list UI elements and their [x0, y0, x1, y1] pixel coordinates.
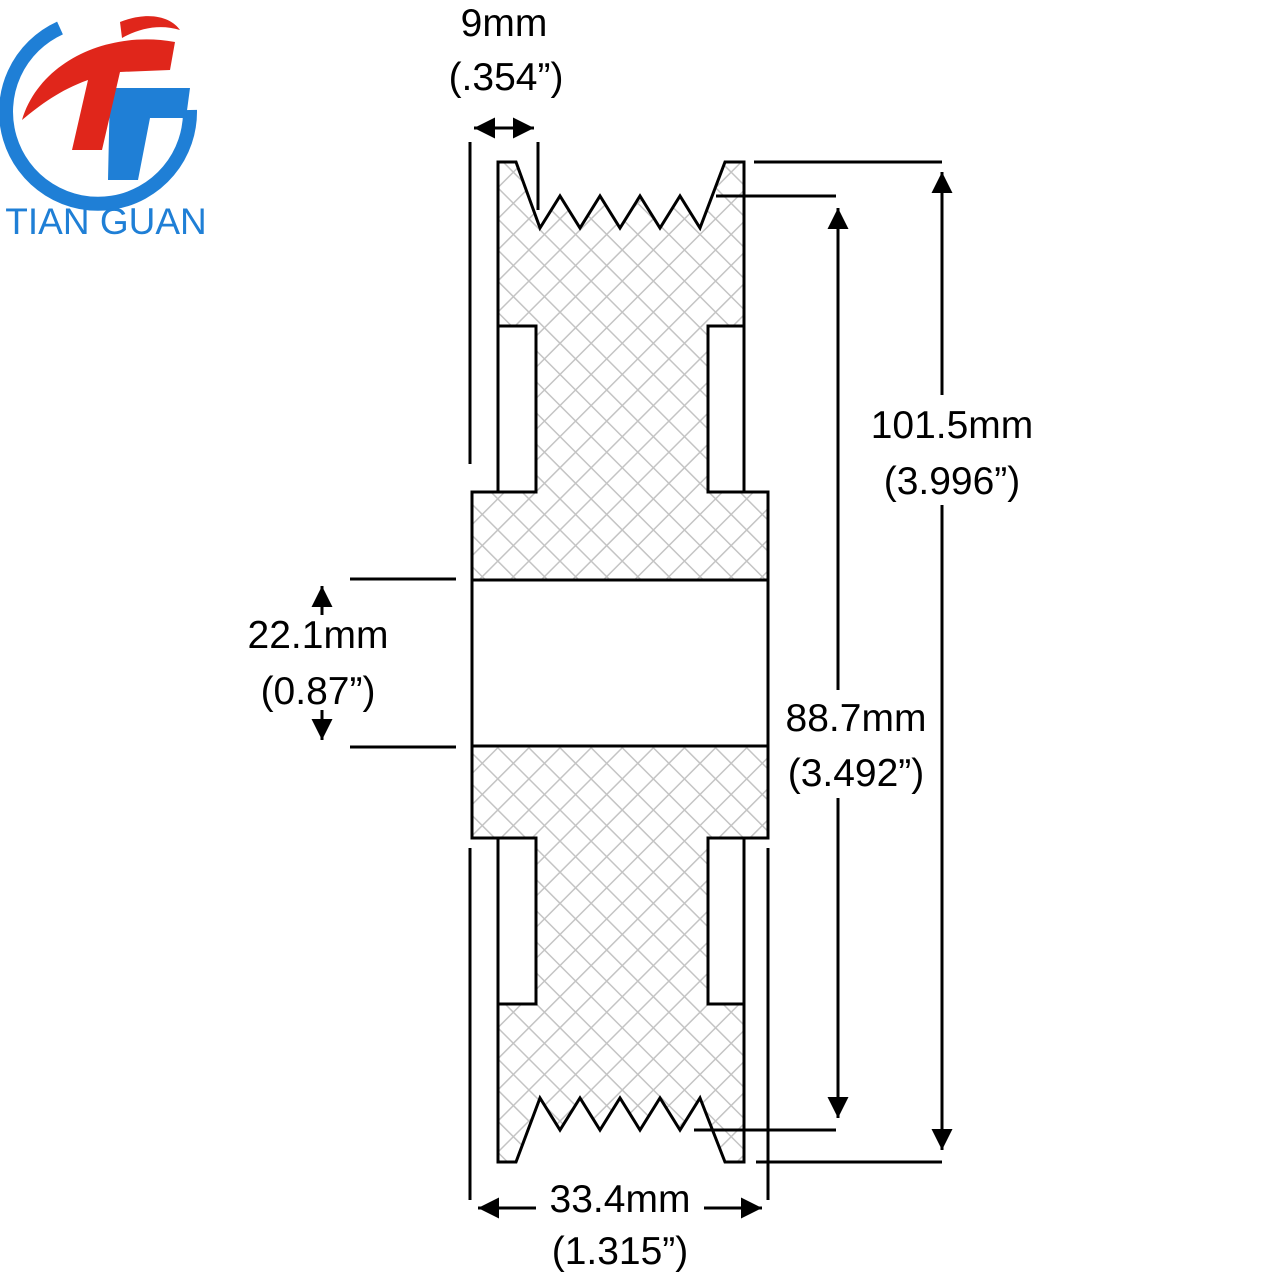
pulley-section	[470, 160, 770, 1164]
top-rim	[470, 160, 770, 582]
logo-red-t	[22, 39, 175, 150]
bottom-left-pocket	[496, 836, 538, 1006]
effective-diameter-imperial: (3.492”)	[788, 752, 925, 795]
top-left-pocket	[496, 324, 538, 494]
effective-diameter-metric: 88.7mm	[786, 697, 927, 740]
top-right-pocket	[706, 324, 746, 494]
bore-diameter-metric: 22.1mm	[248, 614, 389, 657]
bore-diameter-imperial: (0.87”)	[261, 670, 376, 713]
extension-lines	[350, 142, 942, 1200]
groove-width-metric: 9mm	[461, 2, 548, 45]
logo-red-swoosh	[120, 16, 180, 38]
dimension-labels: 9mm (.354”) 101.5mm (3.996”) 88.7mm (3.4…	[248, 2, 1034, 1273]
bore	[470, 578, 770, 748]
pocket-outlines	[496, 324, 744, 1006]
bottom-right-pocket	[706, 836, 746, 1006]
dimension-arrows	[311, 117, 953, 1219]
groove-width-imperial: (.354”)	[449, 56, 564, 99]
tg-logo: TIAN GUAN	[0, 16, 207, 242]
brand-name: TIAN GUAN	[5, 201, 206, 242]
logo-blue-arc	[0, 21, 198, 211]
outer-diameter-metric: 101.5mm	[871, 404, 1034, 447]
overall-width-imperial: (1.315”)	[552, 1230, 689, 1273]
overall-width-metric: 33.4mm	[550, 1178, 691, 1221]
outer-diameter-imperial: (3.996”)	[884, 460, 1021, 503]
logo-blue-g	[108, 88, 190, 180]
